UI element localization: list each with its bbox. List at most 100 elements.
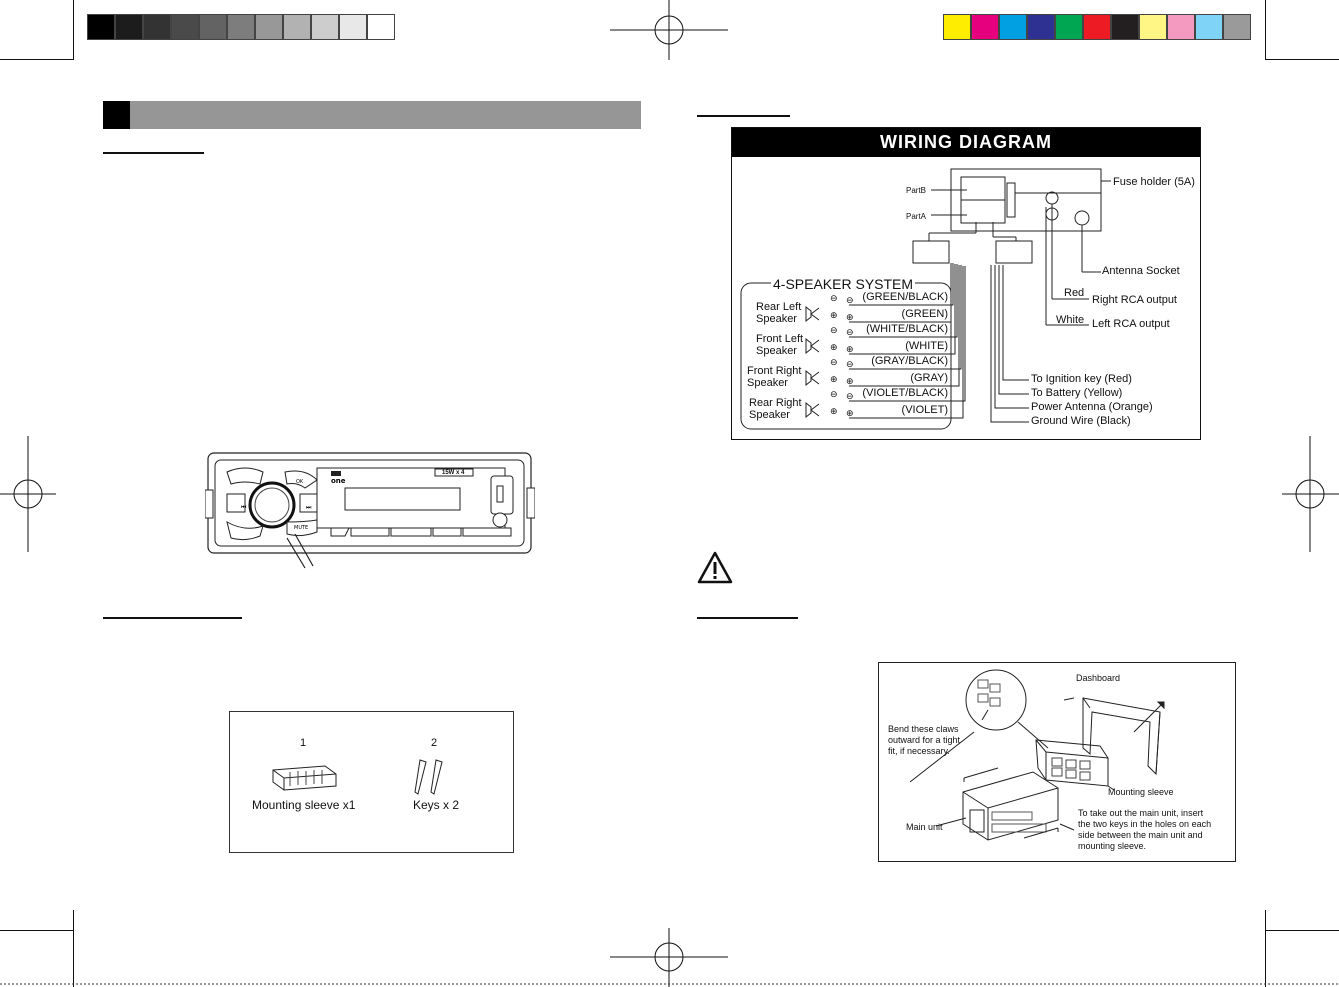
power-wire-label: Ground Wire (Black) xyxy=(1031,415,1131,427)
main-unit-label: Main unit xyxy=(906,822,943,832)
gray-swatch xyxy=(87,14,115,40)
speaker-name: Rear Left xyxy=(756,301,802,313)
part-b-label: PartB xyxy=(906,186,927,195)
take-out-text: To take out the main unit, insert the tw… xyxy=(1078,808,1211,852)
take-out-line: To take out the main unit, insert xyxy=(1078,808,1204,818)
color-swatch xyxy=(1111,14,1139,40)
color-swatch xyxy=(999,14,1027,40)
speaker-name: Rear Right xyxy=(749,397,802,409)
positive-terminal-icon: ⊕ xyxy=(830,342,838,352)
speaker-wire xyxy=(849,266,966,402)
mounting-sleeve-icon xyxy=(272,765,337,791)
svg-text:one: one xyxy=(331,477,346,485)
rca-white-label: White xyxy=(1056,314,1085,326)
gray-swatch xyxy=(199,14,227,40)
bend-claws-text: Bend these claws outward for a tight fit… xyxy=(888,724,960,757)
color-swatch xyxy=(1223,14,1251,40)
mounting-sleeve-label: Mounting sleeve xyxy=(1108,787,1174,797)
speaker-name-line2: Speaker xyxy=(747,377,788,389)
speaker-name-line2: Speaker xyxy=(756,345,797,357)
positive-terminal-icon: ⊕ xyxy=(830,310,838,320)
speaker-symbol-icon xyxy=(805,305,820,323)
speaker-name: Front Right xyxy=(747,365,802,377)
power-wire xyxy=(998,265,1029,395)
negative-terminal-icon: ⊖ xyxy=(846,391,854,401)
gray-swatch xyxy=(143,14,171,40)
speaker-wire xyxy=(849,263,954,306)
negative-terminal-icon: ⊖ xyxy=(830,357,838,367)
speaker-wire xyxy=(849,264,956,355)
speaker-wire xyxy=(849,264,958,338)
speaker-wire xyxy=(849,266,964,419)
speaker-wire xyxy=(849,265,962,370)
svg-text:OK: OK xyxy=(296,479,304,485)
bend-claws-line: Bend these claws xyxy=(888,724,959,734)
accessory-2-label: Keys x 2 xyxy=(413,798,460,812)
take-out-line: side between the main unit and xyxy=(1078,830,1203,840)
speaker-positive-wire: (WHITE) xyxy=(905,340,948,352)
gray-swatch xyxy=(171,14,199,40)
accessory-2-number: 2 xyxy=(431,737,438,749)
speaker-wire xyxy=(849,263,952,323)
take-out-line: mounting sleeve. xyxy=(1078,841,1147,851)
heading-underline-4 xyxy=(697,617,798,619)
left-rca-label: Left RCA output xyxy=(1092,318,1170,330)
speaker-negative-wire: (GREEN/BLACK) xyxy=(862,291,948,303)
positive-terminal-icon: ⊕ xyxy=(846,408,854,418)
speaker-negative-wire: (VIOLET/BLACK) xyxy=(862,387,948,399)
antenna-socket-label: Antenna Socket xyxy=(1102,265,1180,277)
color-swatch xyxy=(1055,14,1083,40)
bend-claws-line: outward for a tight xyxy=(888,735,961,745)
negative-terminal-icon: ⊖ xyxy=(830,293,838,303)
speaker-positive-wire: (VIOLET) xyxy=(901,404,948,416)
positive-terminal-icon: ⊕ xyxy=(830,406,838,416)
power-wire xyxy=(1002,265,1029,381)
negative-terminal-icon: ⊖ xyxy=(846,295,854,305)
speaker-system-label: 4-SPEAKER SYSTEM xyxy=(771,276,916,292)
bend-claws-line: fit, if necessary. xyxy=(888,746,950,756)
heading-underline-2 xyxy=(103,617,242,619)
accessories-box: 1 2 Mounting sleeve x1 Keys x 2 xyxy=(229,711,514,853)
warning-icon xyxy=(697,551,733,584)
dashboard-label: Dashboard xyxy=(1076,673,1121,683)
power-wire-label: To Ignition key (Red) xyxy=(1031,373,1132,385)
power-wire xyxy=(994,265,1029,409)
gray-swatch xyxy=(283,14,311,40)
color-swatch xyxy=(1139,14,1167,40)
wiring-lines xyxy=(740,168,1111,430)
color-swatch xyxy=(1083,14,1111,40)
installation-drawing xyxy=(909,669,1165,841)
speaker-name-line2: Speaker xyxy=(756,313,797,325)
color-swatch xyxy=(943,14,971,40)
wiring-diagram: WIRING DIAGRAM xyxy=(731,127,1201,440)
radio-power-label: 15W x 4 xyxy=(442,470,465,476)
positive-terminal-icon: ⊕ xyxy=(846,312,854,322)
power-wire xyxy=(990,265,1029,423)
rca-red-label: Red xyxy=(1064,287,1085,299)
gray-swatch xyxy=(227,14,255,40)
speaker-symbol-icon xyxy=(805,401,820,419)
color-swatch xyxy=(1167,14,1195,40)
gray-swatch xyxy=(367,14,395,40)
section-header-bar xyxy=(103,101,641,129)
right-rca-label: Right RCA output xyxy=(1092,294,1177,306)
speaker-symbol-icon xyxy=(805,369,820,387)
negative-terminal-icon: ⊖ xyxy=(830,325,838,335)
gray-swatch xyxy=(339,14,367,40)
fuse-label: Fuse holder (5A) xyxy=(1113,176,1195,188)
speaker-wire xyxy=(849,265,960,387)
speaker-negative-wire: (WHITE/BLACK) xyxy=(866,323,948,335)
positive-terminal-icon: ⊕ xyxy=(846,376,854,386)
color-swatch xyxy=(971,14,999,40)
speaker-name-line2: Speaker xyxy=(749,409,790,421)
gray-swatch xyxy=(255,14,283,40)
negative-terminal-icon: ⊖ xyxy=(846,359,854,369)
keys-icon xyxy=(414,759,443,795)
svg-text:⏭: ⏭ xyxy=(306,504,312,511)
color-swatch xyxy=(1195,14,1223,40)
speaker-name: Front Left xyxy=(756,333,804,345)
take-out-line: the two keys in the holes on each xyxy=(1078,819,1212,829)
svg-text:MUTE: MUTE xyxy=(294,525,308,531)
negative-terminal-icon: ⊖ xyxy=(846,327,854,337)
positive-terminal-icon: ⊕ xyxy=(830,374,838,384)
